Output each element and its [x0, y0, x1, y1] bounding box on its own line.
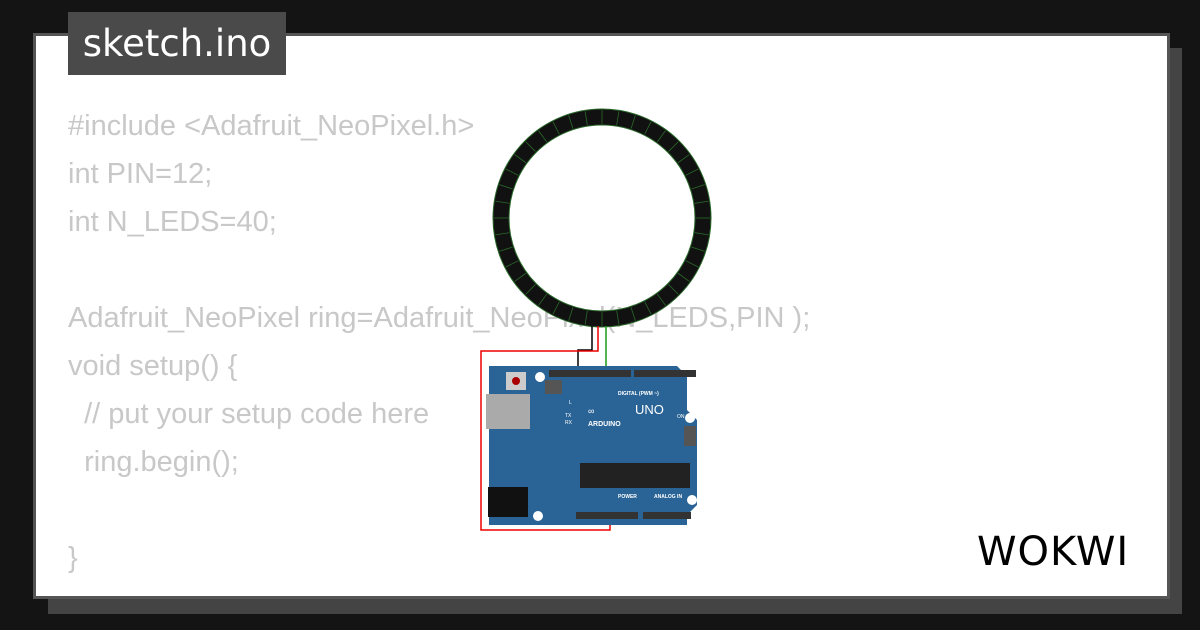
neopixel-led [677, 272, 690, 282]
code-line: Adafruit_NeoPixel ring=Adafruit_NeoPixel… [68, 302, 811, 334]
code-line: } [68, 542, 78, 574]
vcc-wire [480, 326, 611, 531]
digital-label: DIGITAL (PWM ~) [618, 391, 659, 397]
code-line: // put your setup code here [68, 398, 430, 430]
neopixel-led [584, 310, 588, 325]
neopixel-led [691, 184, 705, 190]
led-label-tx: TX [565, 413, 572, 419]
neopixel-led [656, 293, 666, 306]
neopixel-led [656, 130, 666, 143]
neopixel-led [538, 293, 548, 306]
neopixel-led [677, 154, 690, 164]
code-line: int PIN=12; [68, 158, 213, 190]
neopixel-led [525, 284, 536, 295]
neopixel-led [644, 121, 652, 135]
neopixel-led [668, 284, 679, 295]
neopixel-led [495, 232, 510, 236]
led-label-l: L [569, 400, 572, 406]
sketch-title: sketch.ino [68, 12, 286, 75]
code-preview: #include <Adafruit_NeoPixel.h>int PIN=12… [68, 102, 810, 582]
neopixel-led [616, 310, 620, 325]
arduino-infinity-logo: ∞ [588, 406, 594, 416]
neopixel-ring[interactable] [492, 108, 712, 328]
code-line: ring.begin(); [68, 446, 239, 478]
neopixel-led [514, 154, 527, 164]
neopixel-led [568, 115, 574, 129]
wokwi-logo: WOKWI [977, 529, 1129, 575]
neopixel-led [691, 246, 705, 252]
gnd-wire [577, 326, 593, 370]
neopixel-led [694, 200, 709, 204]
neopixel-led [525, 141, 536, 152]
neopixel-led [514, 272, 527, 282]
code-line: #include <Adafruit_NeoPixel.h> [68, 110, 475, 142]
analog-label: ANALOG IN [654, 494, 682, 500]
neopixel-led [495, 200, 510, 204]
neopixel-led [685, 168, 699, 176]
neopixel-led [568, 307, 574, 321]
led-label-rx: RX [565, 420, 573, 426]
neopixel-led [499, 246, 513, 252]
neopixel-led [505, 260, 519, 268]
neopixel-led [584, 111, 588, 126]
neopixel-led [630, 115, 636, 129]
neopixel-led [552, 301, 560, 315]
code-line: int N_LEDS=40; [68, 206, 277, 238]
neopixel-led [668, 141, 679, 152]
neopixel-led [630, 307, 636, 321]
neopixel-led [505, 168, 519, 176]
power-label: POWER [618, 494, 637, 500]
wokwi-logo-text: WOKWI [977, 529, 1129, 575]
neopixel-led [499, 184, 513, 190]
neopixel-led [685, 260, 699, 268]
arduino-uno[interactable]: ∞ ARDUINO UNO DIGITAL (PWM ~) POWER ANAL… [486, 366, 697, 525]
board-name: UNO [635, 402, 664, 417]
board-brand: ARDUINO [588, 421, 621, 428]
neopixel-led [552, 121, 560, 135]
neopixel-led [694, 232, 709, 236]
neopixel-led [644, 301, 652, 315]
neopixel-led [538, 130, 548, 143]
code-line: void setup() { [68, 350, 238, 382]
neopixel-led [616, 111, 620, 126]
on-label: ON [677, 414, 685, 420]
